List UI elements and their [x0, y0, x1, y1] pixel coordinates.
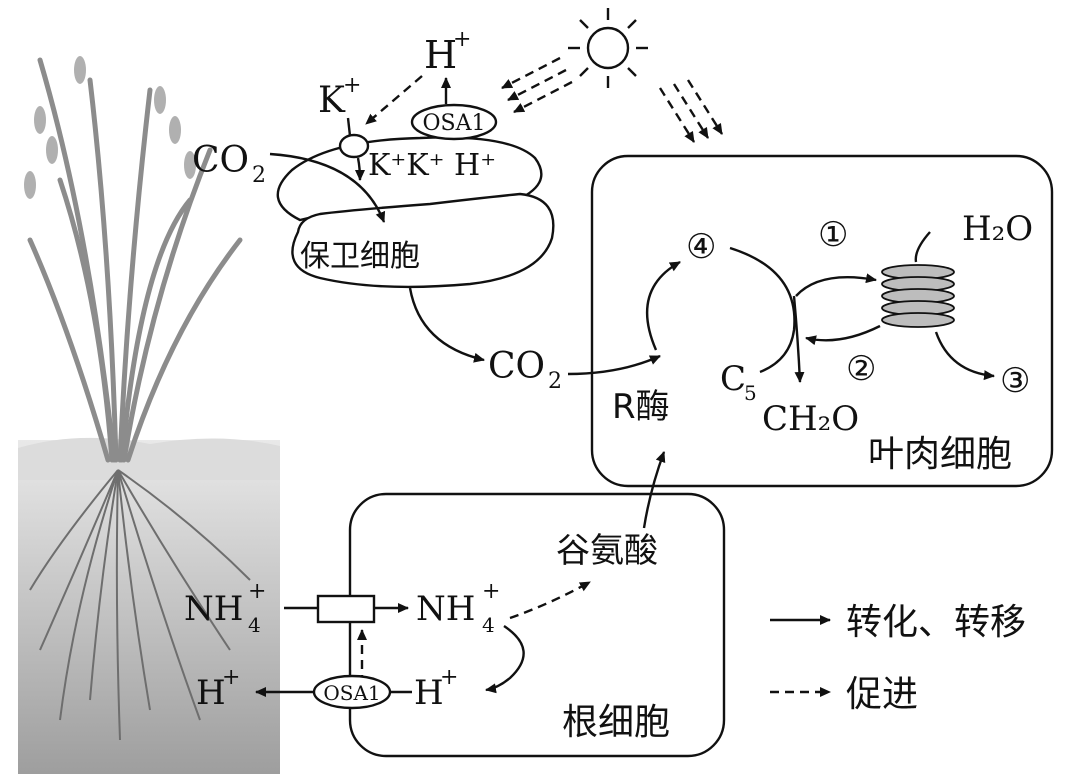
osa1-guard-label: OSA1 [423, 111, 486, 136]
calvin-cycle [645, 246, 796, 374]
light-rays-to-guard [501, 56, 573, 114]
svg-text:+: + [440, 665, 458, 690]
circle-1: ① [818, 215, 848, 255]
co2-left: CO 2 [192, 140, 266, 188]
c5-label: C 5 [720, 359, 757, 405]
svg-text:2: 2 [252, 163, 266, 188]
circle-2: ② [846, 349, 876, 389]
sun-icon [568, 8, 648, 88]
svg-text:CO: CO [192, 140, 249, 181]
svg-text:+: + [222, 665, 240, 690]
legend: 转化、转移 促进 [770, 602, 1026, 715]
root-cell-border [348, 492, 726, 758]
osa1-guard-channel [410, 103, 498, 141]
legend-solid-label: 转化、转移 [846, 602, 1026, 643]
circle-4: ④ [686, 227, 716, 267]
svg-text:+: + [248, 579, 266, 604]
h-plus-outside: H + [196, 665, 240, 713]
circle-3: ③ [1000, 361, 1030, 401]
light-rays-to-leaf [658, 79, 724, 143]
nh4-outside: NH + 4 [184, 579, 266, 637]
rice-plant-illustration [18, 56, 280, 774]
svg-text:4: 4 [248, 613, 261, 637]
svg-text:+: + [453, 27, 471, 52]
svg-text:H: H [414, 673, 444, 713]
co2-middle: CO 2 [488, 346, 562, 394]
glutamate-label: 谷氨酸 [556, 531, 658, 571]
svg-text:5: 5 [744, 381, 757, 405]
h-plus-top: H + [424, 27, 471, 77]
svg-text:C: C [720, 359, 746, 399]
h2o-label: H₂O [962, 209, 1033, 249]
k-plus-top: K + [318, 73, 361, 121]
svg-text:H: H [424, 33, 457, 77]
r-enzyme-label: R酶 [612, 387, 670, 427]
root-cell-label: 根细胞 [562, 702, 670, 743]
svg-text:+: + [343, 73, 361, 98]
guard-cell-label: 保卫细胞 [300, 239, 420, 274]
k-channel-blob [338, 133, 370, 159]
thylakoid-stack-icon [881, 264, 955, 328]
osa1-root-label: OSA1 [323, 681, 380, 705]
mesophyll-cell-label: 叶肉细胞 [868, 434, 1012, 475]
ch2o-label: CH₂O [762, 399, 859, 439]
legend-dashed-label: 促进 [846, 674, 918, 715]
svg-text:H: H [196, 673, 226, 713]
svg-text:4: 4 [482, 613, 495, 637]
h-plus-inside: H + [414, 665, 458, 713]
svg-text:NH: NH [416, 589, 475, 629]
svg-text:NH: NH [184, 589, 243, 629]
guard-ions: K⁺K⁺ H⁺ [368, 148, 496, 183]
mesophyll-cell-border [590, 154, 1054, 488]
nh4-inside: NH + 4 [416, 579, 500, 637]
nh4-transporter [316, 594, 376, 624]
svg-text:K: K [318, 80, 346, 121]
svg-text:2: 2 [548, 369, 562, 394]
svg-text:+: + [482, 579, 500, 604]
svg-text:CO: CO [488, 346, 545, 387]
guard-cell: OSA1 K⁺K⁺ H⁺ 保卫细胞 [276, 103, 555, 289]
